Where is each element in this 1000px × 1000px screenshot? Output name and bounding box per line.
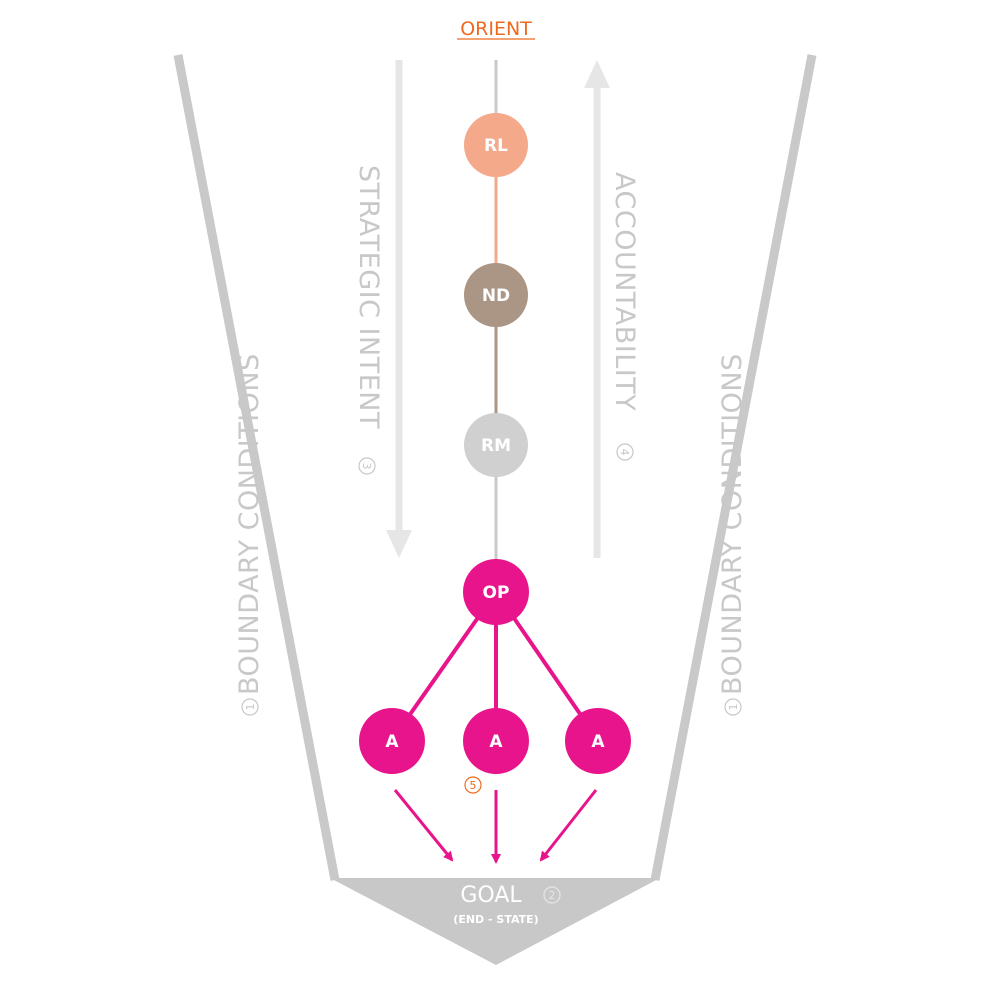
node-nd-label: ND: [482, 286, 510, 306]
node-a-right-label: A: [591, 732, 605, 752]
arrow-a-left-to-goal: [393, 789, 454, 862]
node-op-label: OP: [483, 583, 510, 603]
goal-title: GOAL: [460, 883, 522, 908]
goal-number: 2: [543, 886, 561, 904]
goal-number-text: 2: [549, 889, 556, 902]
boundary-right-label: BOUNDARY CONDITIONS: [717, 353, 748, 695]
node-rl-label: RL: [484, 136, 508, 156]
boundary-left-number: 1: [241, 698, 259, 716]
node-a-left-label: A: [385, 732, 399, 752]
funnel-wall-left: [173, 54, 340, 881]
accountability-number: 4: [616, 443, 634, 461]
boundary-right-number: 1: [724, 698, 742, 716]
node-nd: ND: [464, 263, 528, 327]
node-rm-label: RM: [481, 436, 511, 456]
goal-shape: [330, 878, 660, 965]
node-rm: RM: [464, 413, 528, 477]
accountability-label: ACCOUNTABILITY: [609, 172, 640, 411]
arrow-a-right-to-goal: [539, 789, 598, 862]
strategic-intent-number-text: 3: [360, 463, 373, 470]
action-marker-number: 5: [470, 779, 477, 792]
node-op: OP: [463, 559, 529, 625]
strategic-intent-text: STRATEGIC INTENT: [353, 165, 384, 429]
strategic-intent-arrow-head: [386, 530, 412, 558]
boundary-right-number-text: 1: [727, 704, 740, 711]
strategic-intent-label: STRATEGIC INTENT: [353, 165, 384, 429]
accountability-number-text: 4: [618, 449, 631, 456]
accountability-text: ACCOUNTABILITY: [609, 172, 640, 411]
boundary-left-number-text: 1: [244, 704, 257, 711]
node-a-center-label: A: [489, 732, 503, 752]
boundary-left-label: BOUNDARY CONDITIONS: [234, 353, 265, 695]
node-rl: RL: [464, 113, 528, 177]
funnel-wall-right: [650, 54, 817, 881]
goal-subtitle: (END - STATE): [453, 913, 538, 926]
accountability-arrow-head: [584, 60, 610, 88]
action-marker: 5: [464, 776, 482, 794]
boundary-right-text: BOUNDARY CONDITIONS: [717, 353, 748, 695]
node-a-center: A: [463, 708, 529, 774]
node-a-left: A: [359, 708, 425, 774]
node-a-right: A: [565, 708, 631, 774]
strategic-intent-number: 3: [358, 457, 376, 475]
page-title: ORIENT: [460, 18, 532, 40]
boundary-left-text: BOUNDARY CONDITIONS: [234, 353, 265, 695]
